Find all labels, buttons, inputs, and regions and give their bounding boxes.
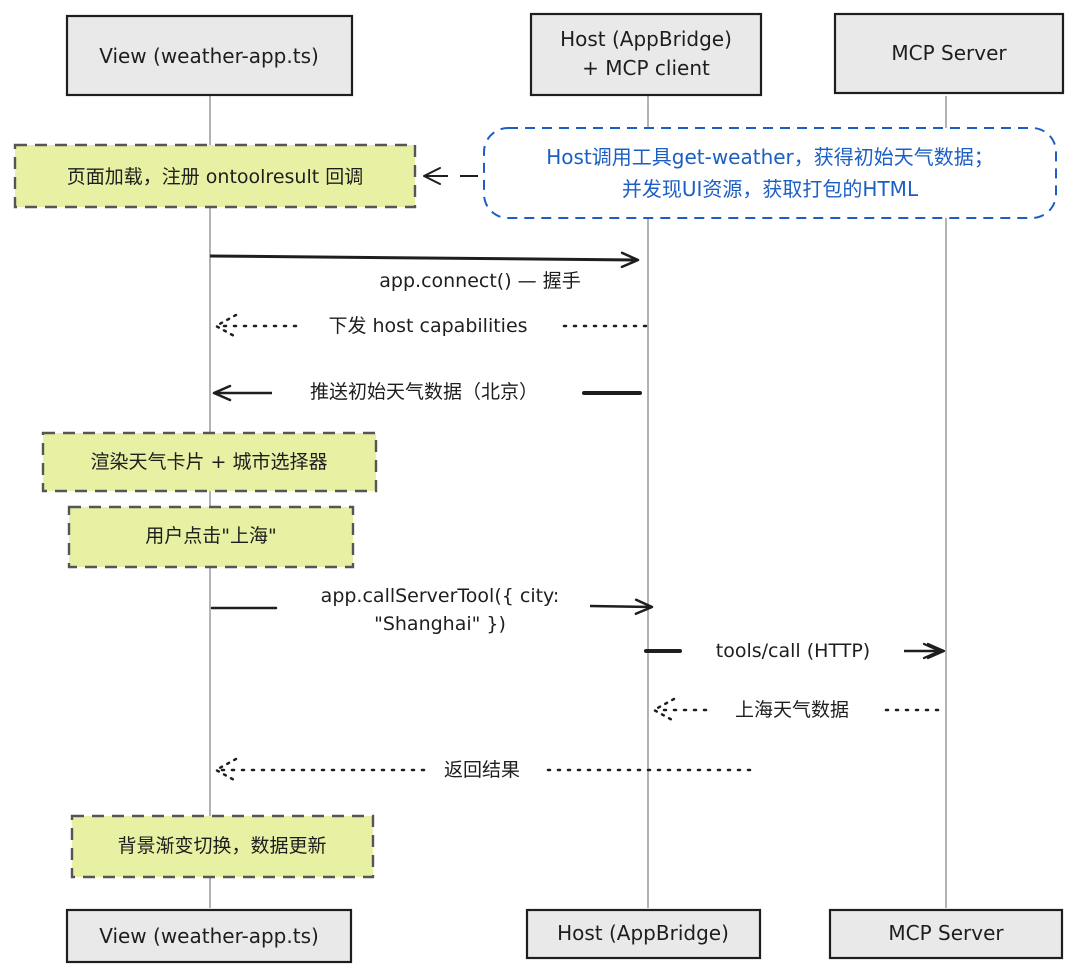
note-link-arrow xyxy=(423,167,478,185)
message-connect-label: app.connect() — 握手 xyxy=(379,270,580,292)
message-call-tool: app.callServerTool({ city: "Shanghai" }) xyxy=(210,585,654,635)
note-render-text: 渲染天气卡片 + 城市选择器 xyxy=(91,451,328,473)
message-return-result: 返回结果 xyxy=(213,757,752,783)
message-capabilities: 下发 host capabilities xyxy=(213,313,648,339)
host-participant-bottom: Host (AppBridge) xyxy=(525,908,762,960)
message-capabilities-label: 下发 host capabilities xyxy=(328,315,527,337)
view-participant-bottom: View (weather-app.ts) xyxy=(65,908,353,964)
note-bg-change: 背景渐变切换，数据更新 xyxy=(70,814,375,879)
note-render: 渲染天气卡片 + 城市选择器 xyxy=(41,431,378,493)
note-page-load-text: 页面加载，注册 ontoolresult 回调 xyxy=(67,166,363,188)
server-participant-bottom: MCP Server xyxy=(828,908,1064,960)
host-participant-bottom-label: Host (AppBridge) xyxy=(557,921,729,945)
server-participant-label: MCP Server xyxy=(891,41,1007,65)
host-participant-top: Host (AppBridge) + MCP client xyxy=(529,12,763,97)
note-host-call: Host调用工具get-weather，获得初始天气数据； 并发现UI资源，获取… xyxy=(483,127,1057,219)
server-participant-bottom-label: MCP Server xyxy=(888,921,1004,945)
host-participant-label-line2: + MCP client xyxy=(582,56,710,80)
host-participant-label-line1: Host (AppBridge) xyxy=(560,27,732,51)
message-shanghai-data-label: 上海天气数据 xyxy=(735,699,849,721)
note-user-click: 用户点击"上海" xyxy=(67,505,355,569)
message-tools-call: tools/call (HTTP) xyxy=(644,640,946,662)
note-bg-change-text: 背景渐变切换，数据更新 xyxy=(117,835,326,857)
view-participant-bottom-label: View (weather-app.ts) xyxy=(99,924,319,948)
message-shanghai-data: 上海天气数据 xyxy=(651,697,940,723)
message-return-result-label: 返回结果 xyxy=(444,759,520,781)
message-tools-call-label: tools/call (HTTP) xyxy=(716,640,870,662)
message-push-initial-label: 推送初始天气数据（北京） xyxy=(310,381,538,403)
note-host-call-line1: Host调用工具get-weather，获得初始天气数据； xyxy=(546,145,994,169)
message-connect: app.connect() — 握手 xyxy=(209,251,640,292)
message-call-tool-line1: app.callServerTool({ city: xyxy=(321,585,560,607)
message-call-tool-line2: "Shanghai" }) xyxy=(374,613,506,635)
note-host-call-line2: 并发现UI资源，获取打包的HTML xyxy=(622,177,919,201)
message-push-initial: 推送初始天气数据（北京） xyxy=(212,381,642,403)
view-participant-top: View (weather-app.ts) xyxy=(65,14,354,97)
note-user-click-text: 用户点击"上海" xyxy=(145,525,276,547)
note-page-load: 页面加载，注册 ontoolresult 回调 xyxy=(13,143,417,209)
server-participant-top: MCP Server xyxy=(833,12,1065,95)
view-participant-label: View (weather-app.ts) xyxy=(99,44,319,68)
